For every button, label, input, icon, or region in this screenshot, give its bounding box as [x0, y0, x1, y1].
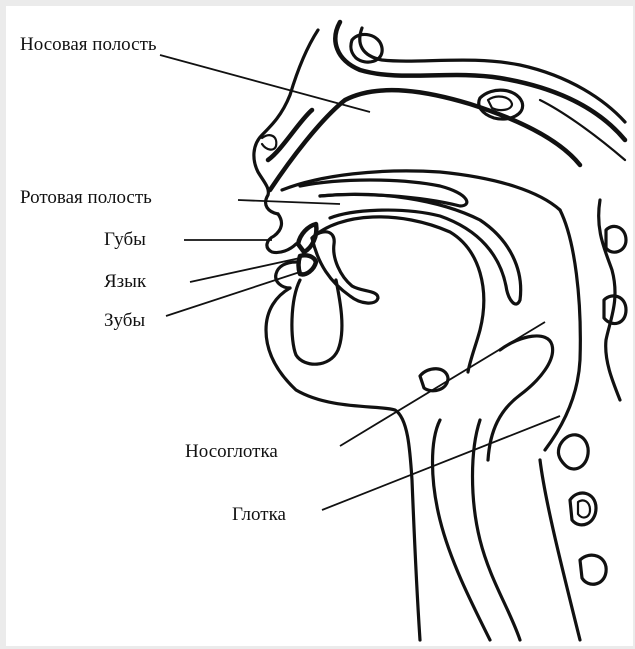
vertebra-4 — [570, 493, 596, 525]
leader-pharynx — [322, 416, 560, 510]
lower-teeth — [299, 255, 317, 274]
labels: Носовая полость Ротовая полость Губы Язы… — [20, 34, 287, 525]
leader-nasopharynx — [340, 322, 545, 446]
leader-nasal-cavity — [160, 55, 370, 112]
tongue-shape — [292, 217, 484, 372]
jaw-bone — [292, 280, 342, 364]
nasal-concha — [268, 110, 312, 160]
leader-oral-cavity — [238, 200, 340, 204]
nostril — [262, 135, 276, 149]
vertebra-4-inner — [578, 500, 590, 517]
sinus-frontal — [351, 34, 382, 62]
leader-tongue — [190, 258, 300, 282]
head-sagittal-section-diagram: Носовая полость Ротовая полость Губы Язы… — [6, 6, 633, 646]
label-nasopharynx: Носоглотка — [185, 441, 278, 462]
face-profile — [254, 30, 318, 214]
label-teeth: Зубы — [104, 310, 145, 331]
hyoid — [420, 369, 448, 391]
nasal-cavity-roof — [270, 90, 580, 190]
pharynx-shape — [420, 210, 580, 640]
sinus-inner — [488, 97, 512, 111]
chin — [266, 288, 420, 640]
diagram-canvas: Носовая полость Ротовая полость Губы Язы… — [6, 6, 633, 646]
label-pharynx: Глотка — [232, 504, 287, 525]
label-oral-cavity: Ротовая полость — [20, 187, 152, 208]
spine-outline — [599, 200, 620, 400]
head-outline — [254, 30, 420, 640]
label-nasal-cavity: Носовая полость — [20, 34, 157, 55]
pharynx-back-wall — [545, 210, 580, 450]
nasal-cavity-shape — [268, 90, 580, 210]
spine — [558, 200, 626, 584]
soft-palate — [320, 194, 521, 304]
vertebra-5 — [580, 555, 606, 584]
larynx-front — [433, 420, 491, 640]
label-lips: Губы — [104, 229, 146, 250]
vertebra-3 — [558, 435, 588, 469]
label-tongue: Язык — [104, 271, 147, 292]
vertebra-1 — [606, 226, 626, 252]
upper-lip — [267, 214, 296, 253]
larynx-back — [473, 420, 521, 640]
esophagus — [540, 460, 580, 640]
tongue-tip — [312, 232, 378, 303]
hard-palate-upper — [300, 180, 467, 206]
